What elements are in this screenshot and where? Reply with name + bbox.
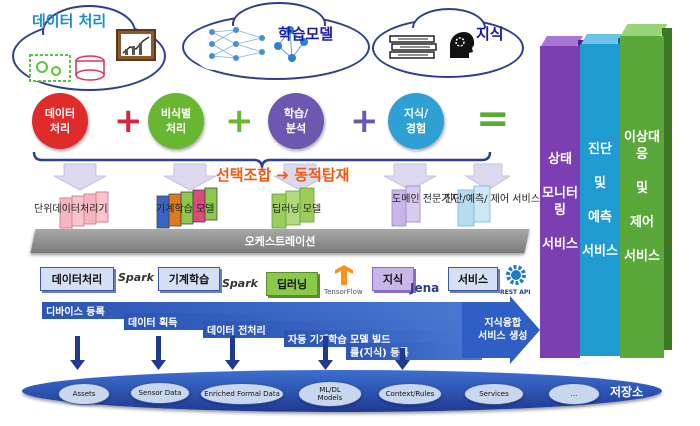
stack-services: [457, 185, 491, 227]
pillar-anomaly-control: 이상대응 및 제어 서비스: [620, 24, 672, 358]
stack-label-unit-data-processor: 단위데이터처리기: [34, 204, 108, 215]
stack-label-dl-model: 딥러닝 모델: [272, 204, 322, 215]
pillar-label-status-monitoring: 상태 모니터링 서비스: [542, 152, 578, 252]
spark-logo-1: Spark: [118, 271, 154, 284]
cloud-title-knowledge: 지식: [476, 25, 504, 43]
plus-operator-2: +: [225, 101, 254, 141]
spark-logo-2: Spark: [222, 277, 258, 290]
graph-network-icon: [274, 26, 308, 62]
equals-operator: =: [476, 96, 510, 142]
storage-enriched-formal-data: Enriched Formal Data: [200, 383, 284, 405]
cloud-title-learning-model: 학습모델: [278, 25, 334, 43]
storage-ml-dl-models: ML/DL Models: [298, 381, 362, 407]
selection-banner: 선택조합 ➔ 동적탑재: [216, 166, 350, 184]
gear-flow-icon: [29, 54, 105, 82]
storage-label: 저장소: [610, 385, 644, 399]
orchestration-label: 오케스트레이션: [244, 235, 316, 248]
storage-services: Services: [464, 383, 524, 405]
storage-context-rules: Context/Rules: [378, 383, 442, 405]
grouping-brace: [32, 151, 492, 169]
stack-ml-models: [156, 187, 218, 229]
circle-learning-analysis: 학습/ 분석: [268, 93, 324, 149]
circle-de-identification: 비식별 처리: [148, 93, 204, 149]
tensorflow-label: TensorFlow: [324, 288, 363, 296]
flow-arrowhead: [462, 296, 540, 364]
pillar-label-anomaly-control: 이상대응 및 제어 서비스: [624, 130, 660, 264]
books-icon: [389, 35, 437, 59]
pillar-status-monitoring: 상태 모니터링 서비스: [540, 36, 586, 358]
pillar-label-diagnosis-prediction: 진단 및 예측 서비스: [582, 141, 618, 259]
brain-head-icon: [450, 32, 475, 58]
stack-dl-models: [271, 187, 315, 229]
neural-network-icon: [209, 27, 265, 61]
chart-board-icon: [116, 29, 156, 61]
module-service: 서비스: [448, 267, 498, 291]
storage-more: ...: [548, 383, 600, 405]
cloud-data-processing: 데이터 처리: [12, 5, 174, 93]
stack-domain-knowledge: [391, 185, 421, 227]
jena-logo: Jena: [410, 281, 440, 295]
flow-auto-ml-build: 자동 기계학습 모델 빌드: [284, 330, 482, 347]
stack-label-ml-model: 기계학습 모델: [156, 204, 215, 215]
storage-sensor-data: Sensor Data: [130, 382, 190, 404]
flow-rule-registration: 룰(지식) 등록: [346, 343, 482, 360]
stack-label-services: 진단/예측/ 제어 서비스: [444, 194, 540, 205]
module-data-processing: 데이터처리: [40, 267, 114, 291]
circle-data-processing: 데이터 처리: [32, 93, 88, 149]
module-machine-learning: 기계학습: [158, 267, 220, 291]
cloud-title-data-processing: 데이터 처리: [32, 12, 107, 30]
down-arrows: [53, 163, 510, 191]
plus-operator-3: +: [350, 101, 379, 141]
storage-assets: Assets: [58, 383, 110, 405]
plus-operator-1: +: [114, 101, 143, 141]
rest-api-label: REST API: [500, 289, 531, 296]
flow-end-label: 지식융합 서비스 생성: [478, 318, 528, 342]
cloud-knowledge: 지식: [372, 8, 524, 78]
rest-api-gear-icon: [506, 265, 526, 285]
tensorflow-icon: [335, 265, 353, 285]
module-deep-learning: 딥러닝: [266, 272, 318, 296]
connector-arrows: [70, 336, 410, 370]
stack-unit-data-processors: [59, 191, 109, 229]
cloud-learning-model: 학습모델: [182, 2, 370, 80]
stack-label-domain-knowledge: 도메인 전문가지식: [392, 194, 469, 205]
module-knowledge: 지식: [372, 267, 414, 291]
circle-knowledge-experience: 지식/ 경험: [388, 93, 444, 149]
